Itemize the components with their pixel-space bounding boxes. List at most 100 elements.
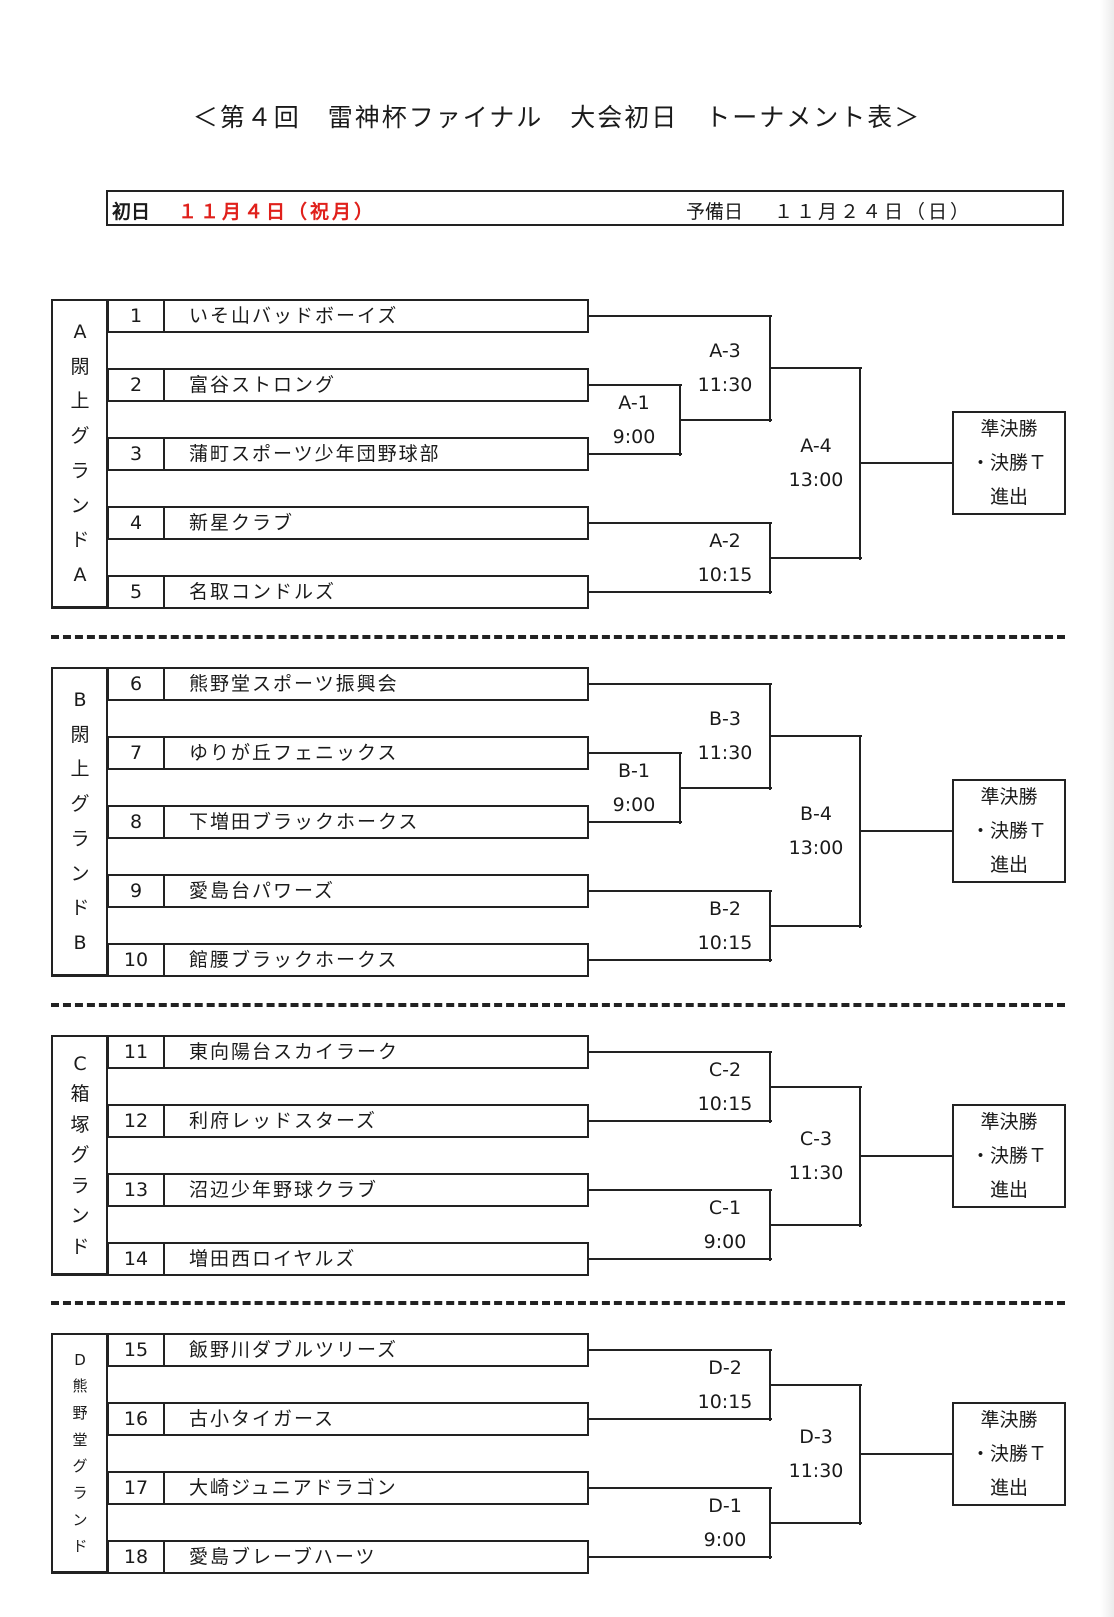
bracket-line (679, 753, 681, 824)
bracket-line (860, 1154, 954, 1157)
match-id: D-1 (708, 1494, 742, 1517)
ground-char: A (73, 320, 87, 343)
ground-char: ド (72, 1537, 88, 1556)
ground-char: ン (72, 1510, 88, 1529)
bracket-line (770, 1085, 862, 1088)
team-name: 大崎ジュニアドラゴン (189, 1477, 398, 1499)
bracket-line (51, 606, 109, 608)
team-number: 13 (109, 1175, 165, 1205)
match-id: A-2 (709, 529, 741, 552)
ground-char: D (74, 1350, 86, 1369)
team-name: 下増田ブラックホークス (189, 811, 420, 833)
ground-char: C (73, 1052, 87, 1075)
bracket-line (589, 1051, 772, 1053)
page-edge-shadow (1100, 0, 1114, 1617)
match-time: 11:30 (788, 1459, 844, 1482)
team-name: いそ山バッドボーイズ (189, 305, 399, 327)
bracket-line (589, 384, 682, 386)
team-number: 5 (109, 577, 165, 607)
team-name: 愛島ブレーブハーツ (189, 1546, 377, 1568)
match-time: 13:00 (788, 468, 844, 491)
match-time: 11:30 (697, 741, 753, 764)
section-divider (51, 1003, 1065, 1007)
bracket-line (589, 821, 682, 823)
ground-char: ド (70, 1235, 90, 1258)
team-name: 飯野川ダブルツリーズ (189, 1339, 399, 1361)
bracket-line (769, 1190, 771, 1261)
team-name: 蒲町スポーツ少年団野球部 (189, 443, 441, 465)
ground-char: グ (72, 1457, 88, 1476)
match-time: 10:15 (697, 563, 753, 586)
team-name: 古小タイガース (189, 1408, 336, 1430)
bracket-line (589, 959, 772, 961)
team-row: 17 大崎ジュニアドラゴン (107, 1471, 589, 1505)
bracket-line (770, 1223, 862, 1226)
team-number: 1 (109, 301, 165, 331)
match-id: A-4 (800, 434, 832, 457)
bracket-line (51, 974, 109, 976)
ground-char: 箱 (70, 1083, 90, 1105)
advance-label-line: 準決勝 (980, 417, 1038, 440)
first-day-label: 初日 (112, 201, 151, 223)
team-number: 7 (109, 738, 165, 768)
bracket-line (589, 683, 772, 685)
ground-char: ン (70, 862, 90, 885)
team-number: 14 (109, 1244, 165, 1274)
team-name: 愛島台パワーズ (189, 880, 336, 902)
ground-char: ド (70, 897, 90, 920)
ground-char: ラ (70, 827, 90, 850)
ground-char: 上 (70, 758, 90, 781)
team-number: 15 (109, 1335, 165, 1365)
bracket-line (589, 1418, 772, 1420)
match-time: 10:15 (697, 1390, 753, 1413)
ground-char: グ (70, 793, 90, 816)
bracket-line (679, 385, 681, 456)
ground-char: グ (70, 1144, 90, 1166)
team-name: 東向陽台スカイラーク (189, 1041, 400, 1063)
match-time: 10:15 (697, 931, 753, 954)
match-time: 9:00 (703, 1230, 747, 1253)
section-divider (51, 1301, 1065, 1305)
ground-char: 閖 (70, 355, 90, 378)
match-id: C-3 (799, 1127, 833, 1150)
bracket-line (51, 1571, 109, 1573)
match-id: C-1 (708, 1196, 742, 1219)
ground-char: A (73, 564, 87, 587)
advance-label-line: 準決勝 (980, 1110, 1038, 1133)
ground-char: ラ (70, 1174, 90, 1197)
match-time: 9:00 (703, 1528, 747, 1551)
match-id: A-1 (618, 391, 650, 414)
match-id: B-4 (800, 802, 832, 825)
bracket-line (769, 523, 771, 594)
page-title: ＜第４回 雷神杯ファイナル 大会初日 トーナメント表＞ (192, 103, 922, 132)
team-name: 名取コンドルズ (189, 581, 337, 603)
team-number: 16 (109, 1404, 165, 1434)
ground-char: ラ (72, 1483, 88, 1502)
bracket-line (769, 1052, 771, 1123)
advance-label-line: 進出 (989, 485, 1028, 508)
bracket-line (680, 786, 772, 789)
match-id: B-2 (709, 897, 741, 920)
advance-label-line: 進出 (989, 1476, 1028, 1499)
bracket-line (589, 453, 682, 455)
team-number: 17 (109, 1473, 165, 1503)
bracket-line (589, 1487, 772, 1489)
bracket-line (770, 1521, 862, 1524)
ground-char: 閖 (70, 723, 90, 746)
team-name: 利府レッドスターズ (189, 1110, 378, 1132)
ground-char: 塚 (70, 1113, 90, 1136)
bracket-line (859, 735, 861, 928)
